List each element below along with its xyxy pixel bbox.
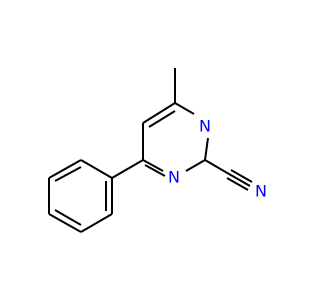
ring-bond-n3-c6-double: [144, 164, 166, 177]
ring-bond-n3-c6: [142, 159, 164, 172]
phenyl-bond: [111, 159, 144, 179]
ring-bond-c5-c4: [142, 102, 176, 124]
ring-bond-c4-n1: [174, 102, 195, 115]
nitrile-triple-bond-b: [230, 169, 253, 183]
phenyl-bond-5: [48, 159, 82, 179]
atom-n3-label: N: [168, 168, 180, 187]
phenyl-bond-6: [80, 159, 113, 179]
nitrile-single-bond: [204, 159, 230, 175]
phenyl-bond-2: [80, 213, 113, 233]
atom-n1-label: N: [199, 117, 211, 136]
ring-bond-n1-c2: [204, 137, 209, 161]
nitrile-triple-bond-a: [228, 173, 251, 187]
atom-nitrile-n-label: N: [255, 182, 267, 201]
ring-bond-c2-n3: [185, 159, 206, 172]
phenyl-bond-3-inner: [54, 209, 82, 226]
ring-bond-c5-c4-double: [148, 110, 176, 128]
molecule-structure: N N N: [48, 68, 267, 233]
phenyl-bond-5-inner: [54, 166, 82, 182]
phenyl-bond-3: [48, 213, 82, 233]
nitrile-triple-bond-c: [226, 177, 249, 191]
